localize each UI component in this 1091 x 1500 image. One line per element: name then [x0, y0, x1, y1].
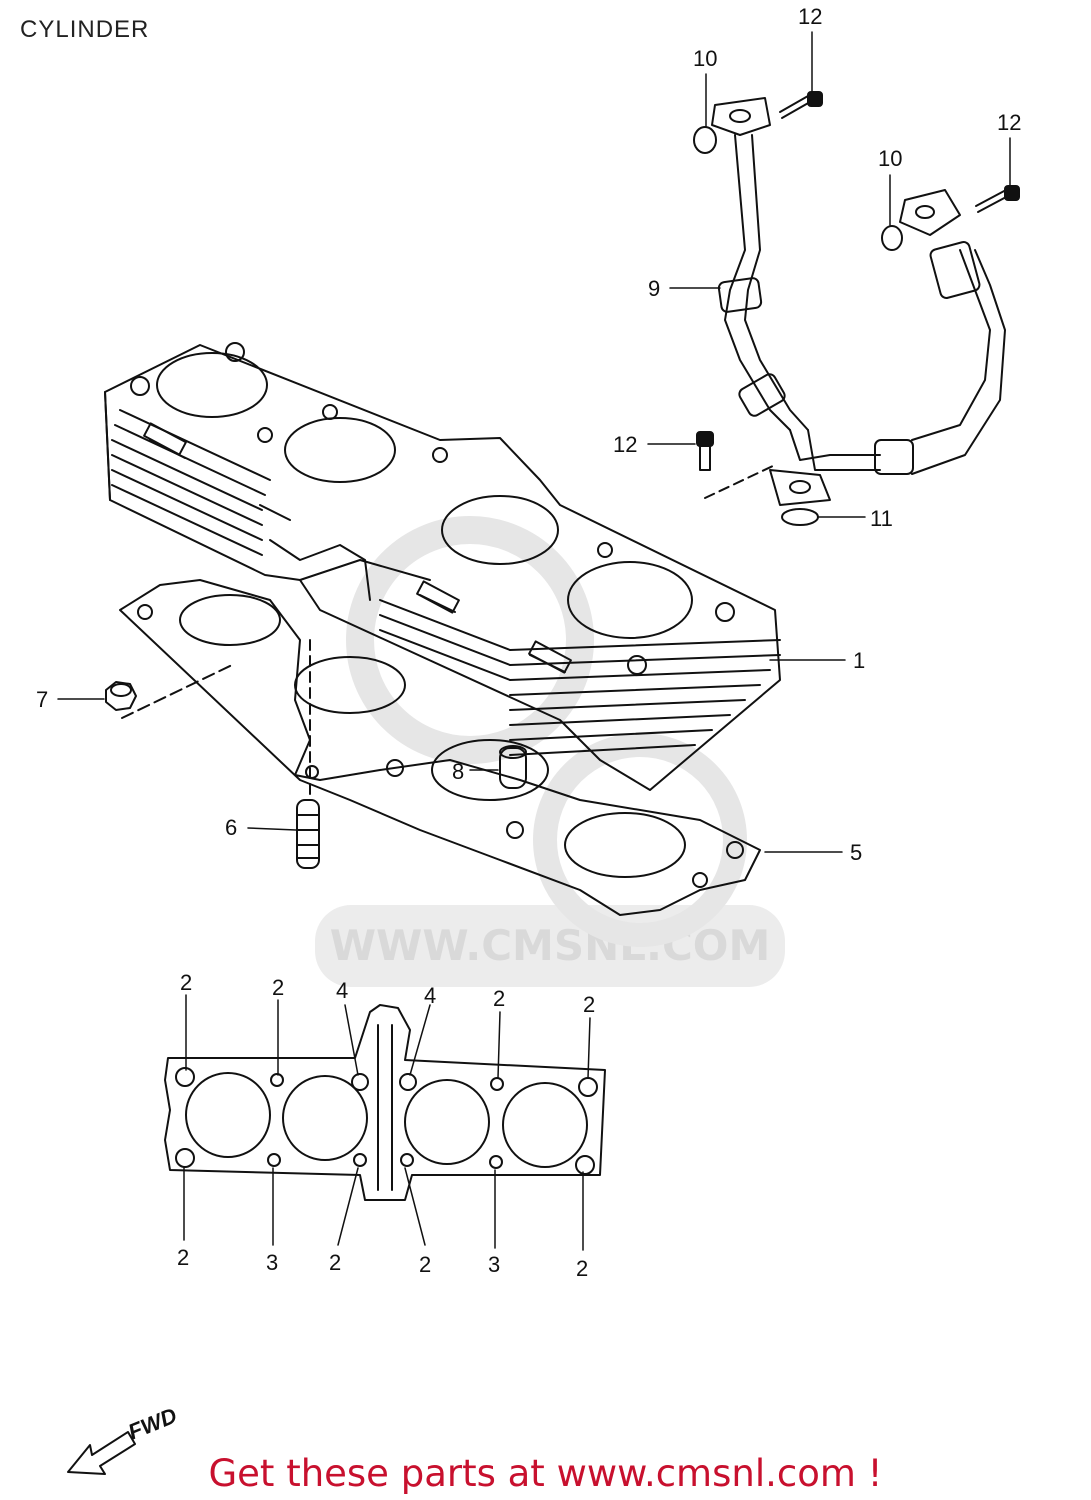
- callout-top-2d: 2: [583, 992, 595, 1017]
- bolt-lower: [696, 431, 714, 471]
- callout-6: 6: [225, 815, 237, 840]
- o-ring-lower: [781, 508, 819, 526]
- bolt-upper-left: [779, 91, 823, 119]
- callout-bot-2c: 2: [419, 1252, 431, 1277]
- oil-hose: [704, 97, 1006, 506]
- o-ring-upper-right: [881, 225, 903, 251]
- callout-12-top: 12: [798, 4, 822, 29]
- base-gasket: [119, 579, 761, 916]
- callout-top-4a: 4: [336, 978, 348, 1003]
- callout-top-2b: 2: [272, 975, 284, 1000]
- forward-arrow-icon: [67, 1431, 136, 1475]
- footer-promo-link[interactable]: Get these parts at www.cmsnl.com !: [208, 1452, 883, 1495]
- callout-7: 7: [36, 687, 48, 712]
- callout-bot-2a: 2: [177, 1245, 189, 1270]
- callout-bot-2d: 2: [576, 1256, 588, 1281]
- callout-top-2a: 2: [180, 970, 192, 995]
- callout-9: 9: [648, 276, 660, 301]
- callout-8: 8: [452, 759, 464, 784]
- callout-10-left: 10: [693, 46, 717, 71]
- dowel-pin: [296, 799, 320, 869]
- page-title: CYLINDER: [20, 16, 150, 43]
- o-ring-upper-left: [693, 126, 717, 154]
- watermark: WWW.CMSNL.COM: [315, 516, 785, 987]
- head-gasket: [164, 1004, 606, 1201]
- watermark-text: WWW.CMSNL.COM: [330, 921, 771, 970]
- fwd-label: FWD: [125, 1403, 181, 1445]
- cylinder-block: [104, 342, 781, 791]
- callout-10-right: 10: [878, 146, 902, 171]
- callout-bot-3a: 3: [266, 1250, 278, 1275]
- callout-bot-3b: 3: [488, 1252, 500, 1277]
- callout-5: 5: [850, 840, 862, 865]
- callout-11: 11: [870, 506, 893, 531]
- bolt-upper-right: [975, 185, 1020, 213]
- callout-12-right: 12: [997, 110, 1021, 135]
- callout-top-2c: 2: [493, 986, 505, 1011]
- callout-labels: 1 5 6 7 8 9 10 10 11 12 12 12 2 2 4 4 2 …: [36, 4, 1021, 1445]
- callout-1: 1: [853, 648, 865, 673]
- callout-12-lower: 12: [613, 432, 637, 457]
- callout-bot-2b: 2: [329, 1250, 341, 1275]
- callout-top-4b: 4: [424, 983, 436, 1008]
- leader-lines: [57, 31, 1011, 1251]
- dowel: [499, 745, 527, 789]
- nut: [105, 664, 233, 719]
